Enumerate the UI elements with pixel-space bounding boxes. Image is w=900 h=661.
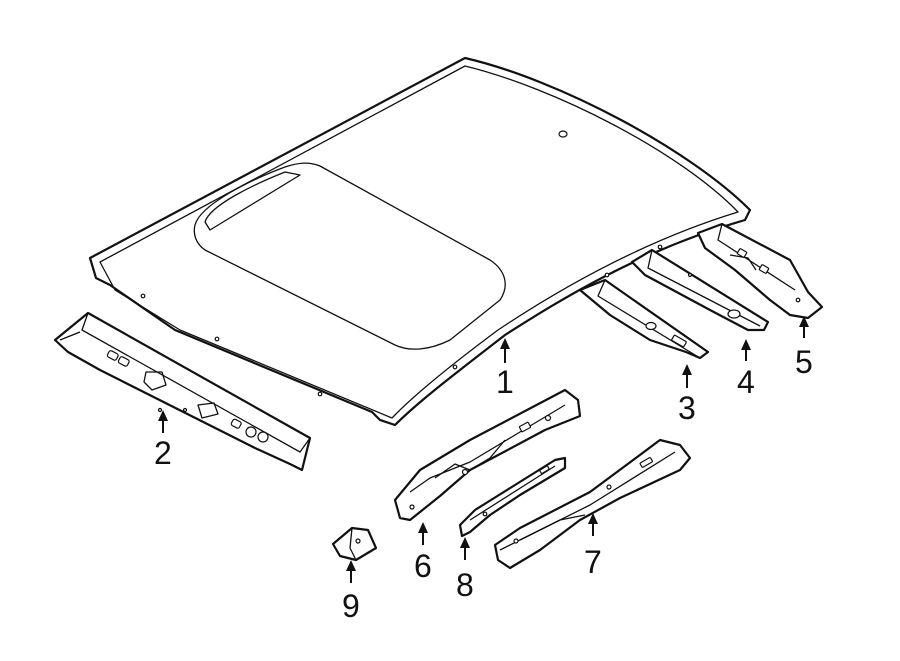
callout-3: 3 [678, 390, 696, 426]
callout-4: 4 [737, 364, 755, 400]
side-rail-6[interactable] [393, 388, 582, 522]
front-header[interactable] [53, 311, 312, 472]
callout-9: 9 [342, 588, 360, 624]
side-rail-7[interactable] [493, 438, 692, 570]
roof-panel[interactable] [88, 56, 752, 427]
bracket-9[interactable] [331, 526, 378, 562]
callout-2: 2 [154, 435, 172, 471]
reinforcement-8[interactable] [458, 456, 567, 538]
rear-header[interactable] [696, 222, 824, 320]
roof-bow-3[interactable] [578, 278, 710, 360]
callout-6: 6 [414, 548, 432, 584]
roof-hole [558, 130, 568, 138]
callout-7: 7 [584, 544, 602, 580]
callout-1: 1 [496, 364, 514, 400]
callout-labels: 1 2 3 4 5 6 7 8 9 [154, 344, 813, 624]
leader-lines [158, 316, 809, 583]
roof-bow-4[interactable] [630, 248, 770, 332]
callout-8: 8 [456, 567, 474, 603]
callout-5: 5 [795, 344, 813, 380]
